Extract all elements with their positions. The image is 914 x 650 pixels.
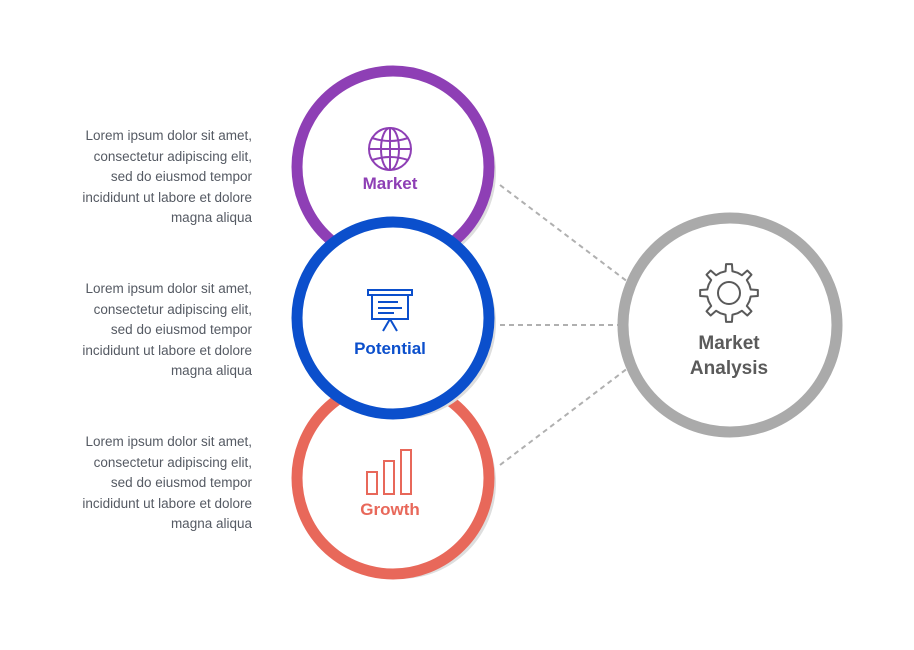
market-analysis-node: Market Analysis <box>617 212 843 438</box>
growth-description: Lorem ipsum dolor sit amet, consectetur … <box>82 434 252 531</box>
market-analysis-label-line2: Analysis <box>690 358 768 379</box>
market-node: Market <box>291 65 496 269</box>
connector-market <box>499 184 629 283</box>
bar-chart-icon <box>366 449 412 495</box>
presentation-board-icon <box>367 289 413 332</box>
connectors <box>499 184 629 466</box>
market-analysis-label-line1: Market <box>698 333 760 354</box>
market-analysis-ring <box>617 212 843 438</box>
growth-label: Growth <box>360 500 420 519</box>
connector-growth <box>499 367 629 466</box>
market-label: Market <box>363 174 418 193</box>
potential-description: Lorem ipsum dolor sit amet, consectetur … <box>82 281 252 378</box>
gear-icon <box>699 263 759 323</box>
globe-icon <box>368 127 412 171</box>
potential-node: Potential <box>291 216 496 420</box>
market-description: Lorem ipsum dolor sit amet, consectetur … <box>82 128 252 225</box>
potential-label: Potential <box>354 339 426 358</box>
